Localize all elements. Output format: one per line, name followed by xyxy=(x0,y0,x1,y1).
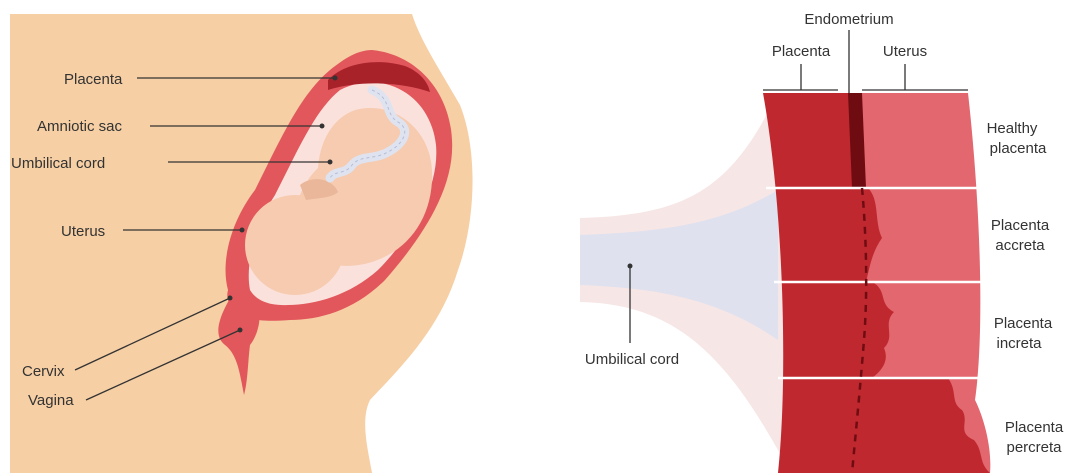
label-amniotic-sac: Amniotic sac xyxy=(37,118,123,135)
label-umbilical-cord-left: Umbilical cord xyxy=(11,155,105,172)
row-label-healthy-line2: placenta xyxy=(990,140,1047,157)
row-label-accreta-line2: accreta xyxy=(995,237,1045,254)
label-endometrium: Endometrium xyxy=(804,11,893,28)
row-label-increta-line1: Placenta xyxy=(994,315,1053,332)
label-placenta-header: Placenta xyxy=(772,43,831,60)
row-label-healthy-line1: Healthy xyxy=(987,120,1038,137)
label-placenta-left: Placenta xyxy=(64,71,123,88)
label-vagina: Vagina xyxy=(28,392,74,409)
row-label-accreta-line1: Placenta xyxy=(991,217,1050,234)
label-uterus-left: Uterus xyxy=(61,223,105,240)
row-label-percreta-line1: Placenta xyxy=(1005,419,1064,436)
label-cervix: Cervix xyxy=(22,363,65,380)
placenta-attachment-comparison xyxy=(580,92,990,473)
fetus-head xyxy=(245,195,345,295)
label-uterus-header: Uterus xyxy=(883,43,927,60)
row-label-increta-line2: increta xyxy=(996,335,1042,352)
label-umbilical-cord-right: Umbilical cord xyxy=(585,351,679,368)
row-label-percreta-line2: percreta xyxy=(1006,439,1062,456)
